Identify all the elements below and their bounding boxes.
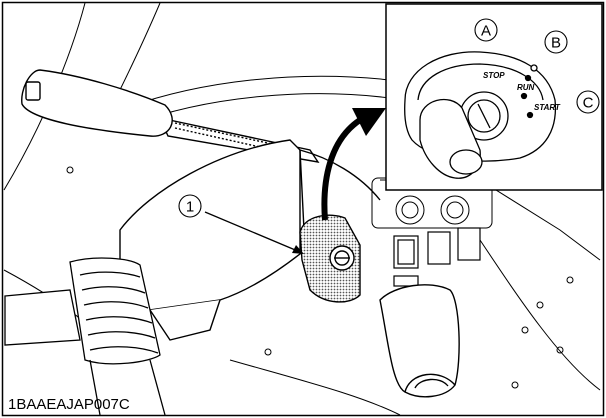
steering-shaft-boot [4,257,166,416]
panel-switches [393,227,481,287]
position-start-label: START [534,103,561,112]
figure-code: 1BAAEAJAP007C [8,396,130,413]
floor-fasteners [66,166,574,389]
callout-a-circle [474,18,498,42]
callout-c-label: C [583,95,594,112]
ignition-switch [299,214,361,303]
position-run-label: RUN [517,83,535,92]
detail-inset: STOP RUN START A B C [385,3,603,191]
callout-1-leader [204,211,304,254]
callout-a-label: A [481,23,491,40]
ignition-key [379,284,460,398]
position-stop-label: STOP [483,71,505,80]
detail-arrow [321,108,386,221]
callout-b-circle [544,30,568,54]
steering-column-cover [119,139,306,341]
callout-c-circle [576,90,600,114]
callout-1-label: 1 [186,199,194,216]
callout-b-label: B [551,35,561,52]
callout-1-circle [178,194,202,218]
